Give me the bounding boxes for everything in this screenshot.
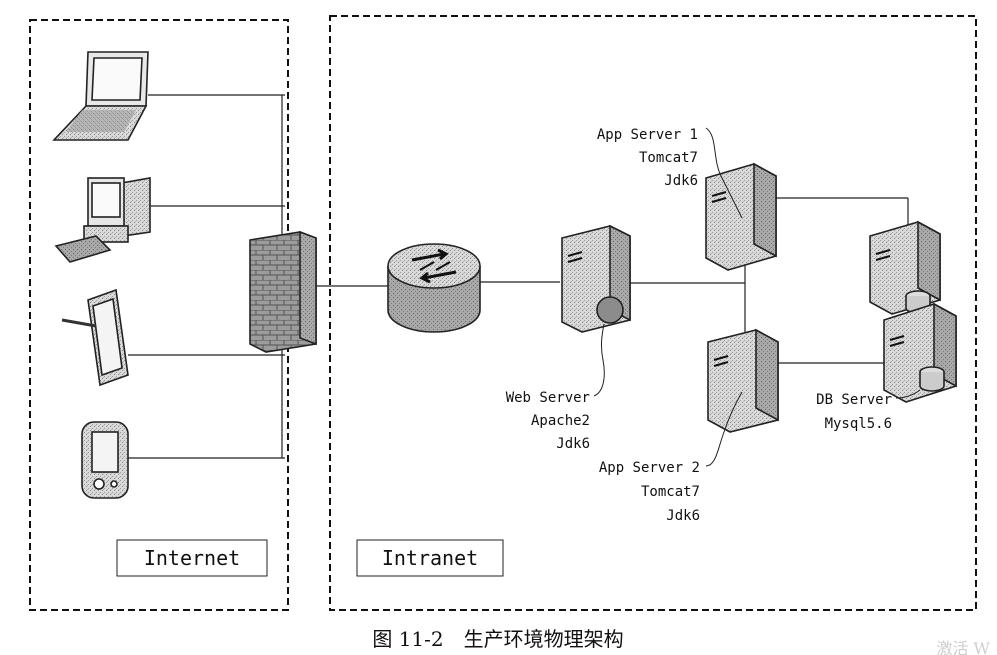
intranet-label-box xyxy=(356,539,504,577)
callout-app-server-2 xyxy=(705,391,743,467)
internet-label: Internet xyxy=(144,546,240,570)
app-server-1-runtime: Jdk6 xyxy=(664,173,698,189)
app-server-1-name: App Server 1 xyxy=(597,127,698,143)
app-server-2-runtime: Jdk6 xyxy=(666,508,700,524)
db-server-icon xyxy=(869,220,957,403)
pda-icon xyxy=(81,421,129,499)
app-server-2-label: App Server 2 Tomcat7 Jdk6 xyxy=(599,460,700,524)
db-server-name: DB Server xyxy=(816,392,892,408)
app-server-2-name: App Server 2 xyxy=(599,460,700,476)
web-server-icon xyxy=(561,224,631,333)
laptop-icon xyxy=(52,51,149,141)
app-server-1-label: App Server 1 Tomcat7 Jdk6 xyxy=(597,127,698,189)
callout-web-server xyxy=(593,323,605,397)
internet-label-box xyxy=(116,539,268,577)
figure-caption: 图 11-2 生产环境物理架构 xyxy=(372,627,623,651)
watermark: 激活 W xyxy=(936,639,990,655)
desktop-computer-icon xyxy=(54,177,151,263)
app-server-2-software: Tomcat7 xyxy=(641,484,700,500)
firewall-icon xyxy=(249,230,317,353)
app-server-1-software: Tomcat7 xyxy=(639,150,698,166)
web-server-software: Apache2 xyxy=(531,413,590,429)
callout-app-server-1 xyxy=(705,127,743,219)
intranet-zone xyxy=(329,15,977,611)
callout-db-server xyxy=(895,389,921,399)
web-server-runtime: Jdk6 xyxy=(556,436,590,452)
intranet-label: Intranet xyxy=(382,546,478,570)
web-server-label: Web Server Apache2 Jdk6 xyxy=(506,390,590,452)
db-server-label: DB Server Mysql5.6 xyxy=(816,392,892,432)
db-server-software: Mysql5.6 xyxy=(825,416,892,432)
tablet-icon xyxy=(61,288,129,387)
web-server-name: Web Server xyxy=(506,390,590,406)
app-server-2-icon xyxy=(707,328,779,433)
router-icon xyxy=(387,243,481,333)
